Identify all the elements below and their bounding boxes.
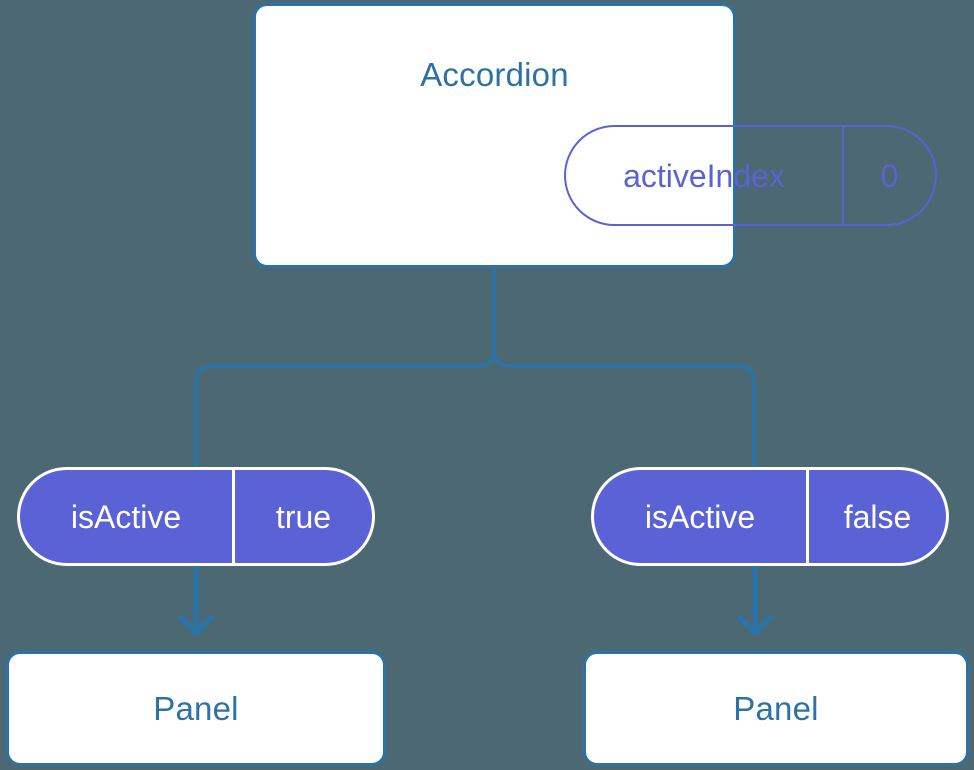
arrow-down-left-icon (178, 565, 214, 636)
active-index-key: activeIndex (566, 127, 844, 224)
panel-title-right: Panel (733, 690, 819, 727)
connector-left-branch (194, 266, 496, 469)
connector-right-branch (492, 266, 756, 469)
panel-title-left: Panel (153, 690, 239, 727)
accordion-title: Accordion (420, 56, 569, 93)
panel-node-right[interactable]: Panel (583, 651, 969, 766)
active-index-value: 0 (880, 157, 899, 194)
is-active-key-right: isActive (594, 470, 809, 563)
active-index-pill[interactable]: activeIndex 0 (564, 125, 937, 226)
accordion-node[interactable]: Accordion activeIndex 0 (253, 3, 937, 268)
is-active-key-left: isActive (20, 470, 235, 563)
panel-node-left[interactable]: Panel (6, 651, 386, 766)
is-active-value-right: false (843, 498, 912, 535)
arrow-down-right-icon (737, 565, 773, 636)
is-active-pill-right[interactable]: isActive false (591, 467, 949, 566)
is-active-value-left: true (275, 498, 332, 535)
is-active-pill-left[interactable]: isActive true (17, 467, 375, 566)
